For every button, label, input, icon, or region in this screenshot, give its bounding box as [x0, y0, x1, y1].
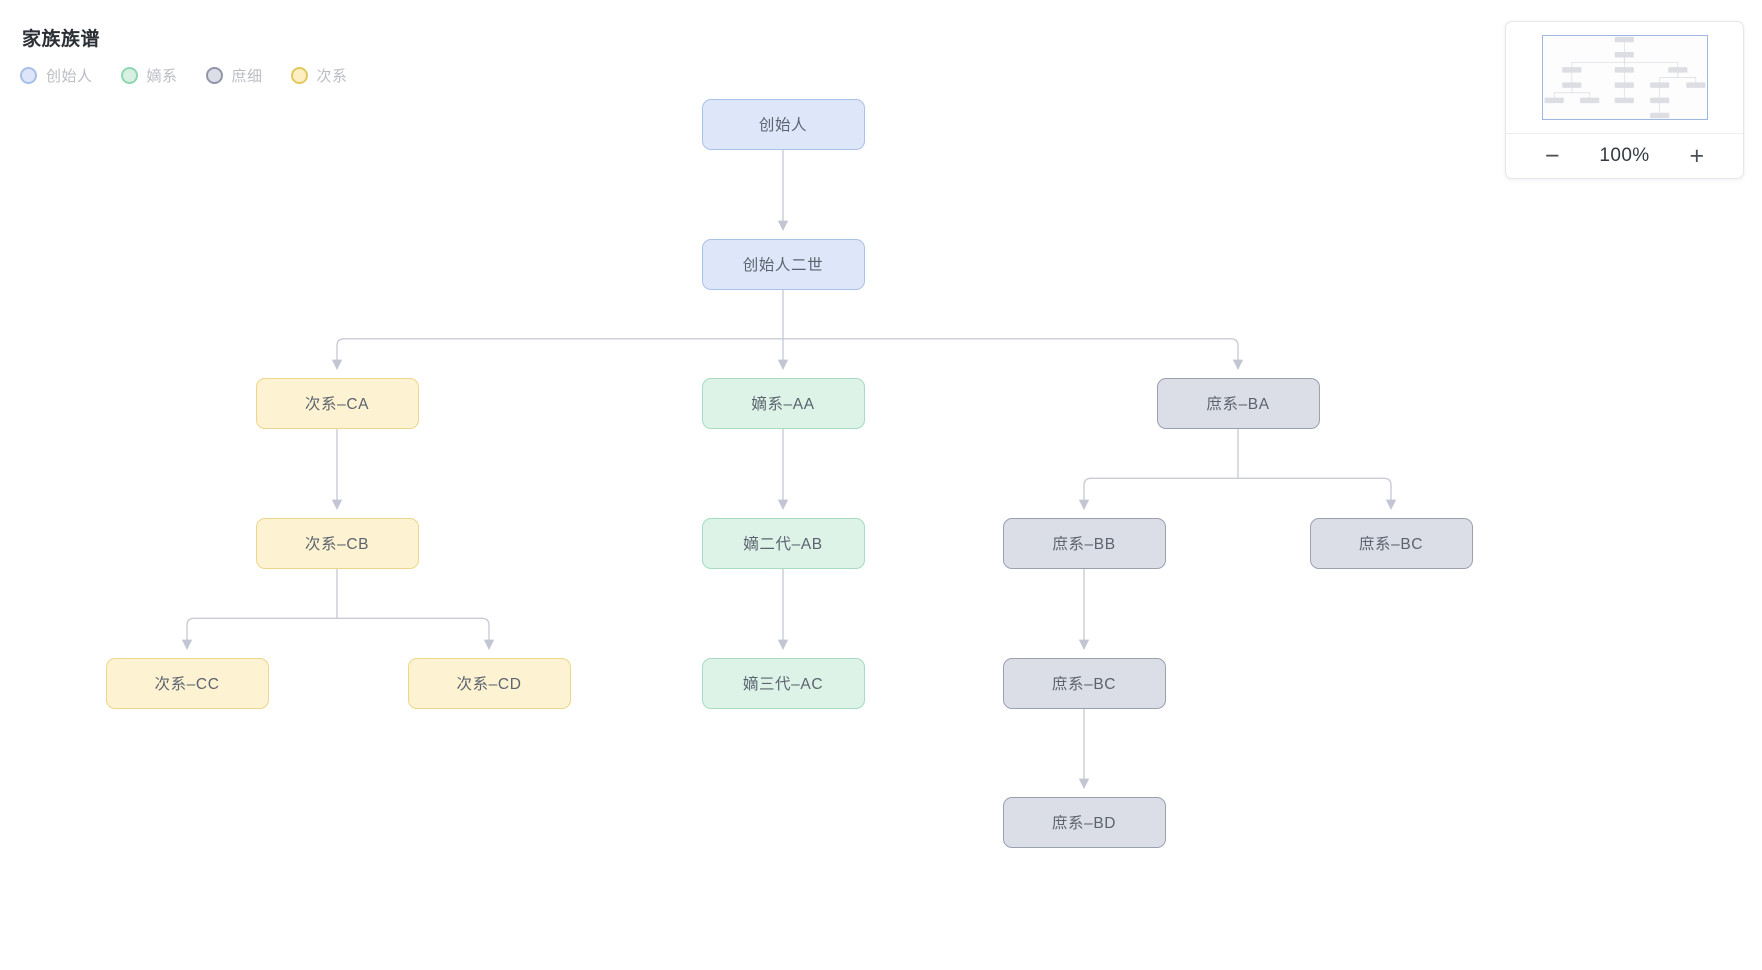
tree-node-n13[interactable]: 庶系–BC [1002, 657, 1166, 709]
tree-edge [1230, 338, 1244, 370]
legend-color-swatch [120, 67, 138, 84]
tree-node-n5[interactable]: 庶系–BA [1156, 377, 1320, 429]
tree-node-n4[interactable]: 嫡系–AA [701, 377, 865, 429]
minimap-panel[interactable]: − 100% + [1505, 21, 1744, 179]
legend-item-3[interactable]: 次系 [290, 65, 348, 86]
tree-node-n10[interactable]: 次系–CC [105, 657, 269, 709]
legend-item-label: 嫡系 [146, 68, 178, 85]
legend-item-label: 庶细 [231, 68, 263, 85]
tree-node-n12[interactable]: 嫡三代–AC [701, 657, 865, 709]
legend-item-2[interactable]: 庶细 [205, 65, 263, 86]
legend-item-label: 次系 [316, 68, 348, 85]
zoom-controls[interactable]: − 100% + [1506, 133, 1743, 178]
zoom-out-button[interactable]: − [1544, 141, 1560, 170]
minimap-viewport-rect[interactable] [1541, 35, 1708, 120]
legend-color-swatch [205, 67, 223, 84]
legend-color-swatch [290, 67, 308, 84]
tree-node-n8[interactable]: 庶系–BB [1002, 517, 1166, 569]
legend: 创始人 嫡系 庶细 次系 [20, 65, 348, 86]
tree-edge [1383, 477, 1397, 510]
tree-node-n1[interactable]: 创始人 [701, 98, 865, 150]
tree-node-n11[interactable]: 次系–CD [407, 657, 571, 709]
tree-edge [1078, 477, 1092, 510]
page-title: 家族族谱 [22, 29, 101, 50]
legend-item-0[interactable]: 创始人 [20, 65, 93, 86]
zoom-level-label: 100% [1599, 145, 1650, 166]
tree-edge [481, 617, 495, 650]
legend-item-label: 创始人 [46, 68, 93, 85]
legend-item-1[interactable]: 嫡系 [120, 65, 178, 86]
tree-node-n2[interactable]: 创始人二世 [701, 238, 865, 290]
diagram-header: 家族族谱 创始人 嫡系 庶细 次系 [20, 24, 348, 86]
minimap-body[interactable] [1506, 22, 1743, 133]
tree-node-n14[interactable]: 庶系–BD [1002, 796, 1166, 848]
tree-edge [331, 338, 345, 370]
legend-color-swatch [20, 67, 37, 84]
tree-node-n9[interactable]: 庶系–BC [1309, 517, 1473, 569]
tree-node-n3[interactable]: 次系–CA [255, 377, 419, 429]
zoom-in-button[interactable]: + [1689, 141, 1705, 170]
minimap-preview [1544, 36, 1705, 119]
tree-node-n6[interactable]: 次系–CB [255, 517, 419, 569]
tree-node-n7[interactable]: 嫡二代–AB [701, 517, 865, 569]
tree-edge [181, 617, 195, 650]
